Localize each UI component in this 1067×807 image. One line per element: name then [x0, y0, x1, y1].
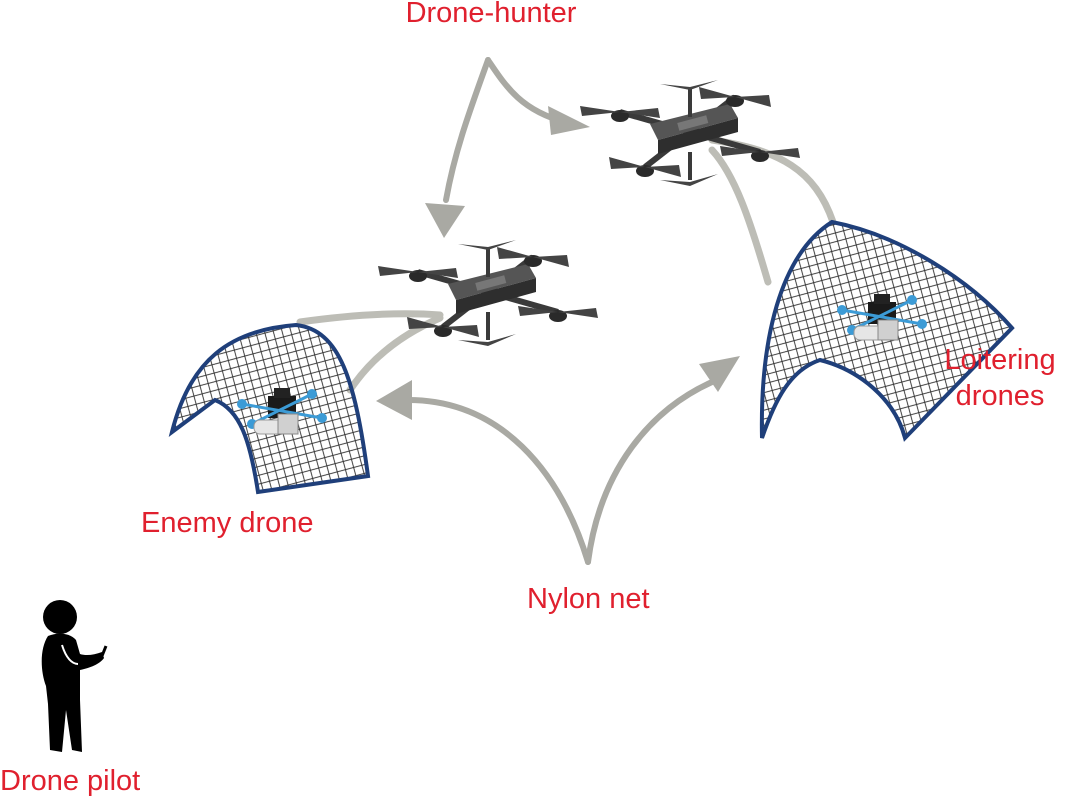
drone-pilot-figure	[41, 600, 108, 752]
label-enemy-drone: Enemy drone	[141, 507, 314, 539]
arrowhead-enemy-net	[376, 380, 412, 420]
label-loitering-line1: Loitering	[944, 344, 1056, 376]
arrowhead-hunter-right	[548, 106, 590, 135]
label-loitering-drones: Loitering drones	[930, 342, 1067, 414]
arrow-to-hunter-left	[443, 57, 491, 203]
label-loitering-line2: drones	[955, 380, 1045, 412]
arrow-to-enemy-net	[405, 397, 591, 565]
drone-hunter-right	[580, 80, 800, 186]
arrows	[376, 57, 740, 565]
arrow-to-loitering-net	[585, 379, 715, 565]
arrowhead-loitering-net	[699, 356, 740, 392]
label-drone-hunter: Drone-hunter	[405, 0, 577, 29]
label-nylon-net: Nylon net	[527, 583, 650, 615]
arrowhead-hunter-left	[425, 203, 465, 238]
label-drone-pilot: Drone pilot	[0, 765, 141, 797]
